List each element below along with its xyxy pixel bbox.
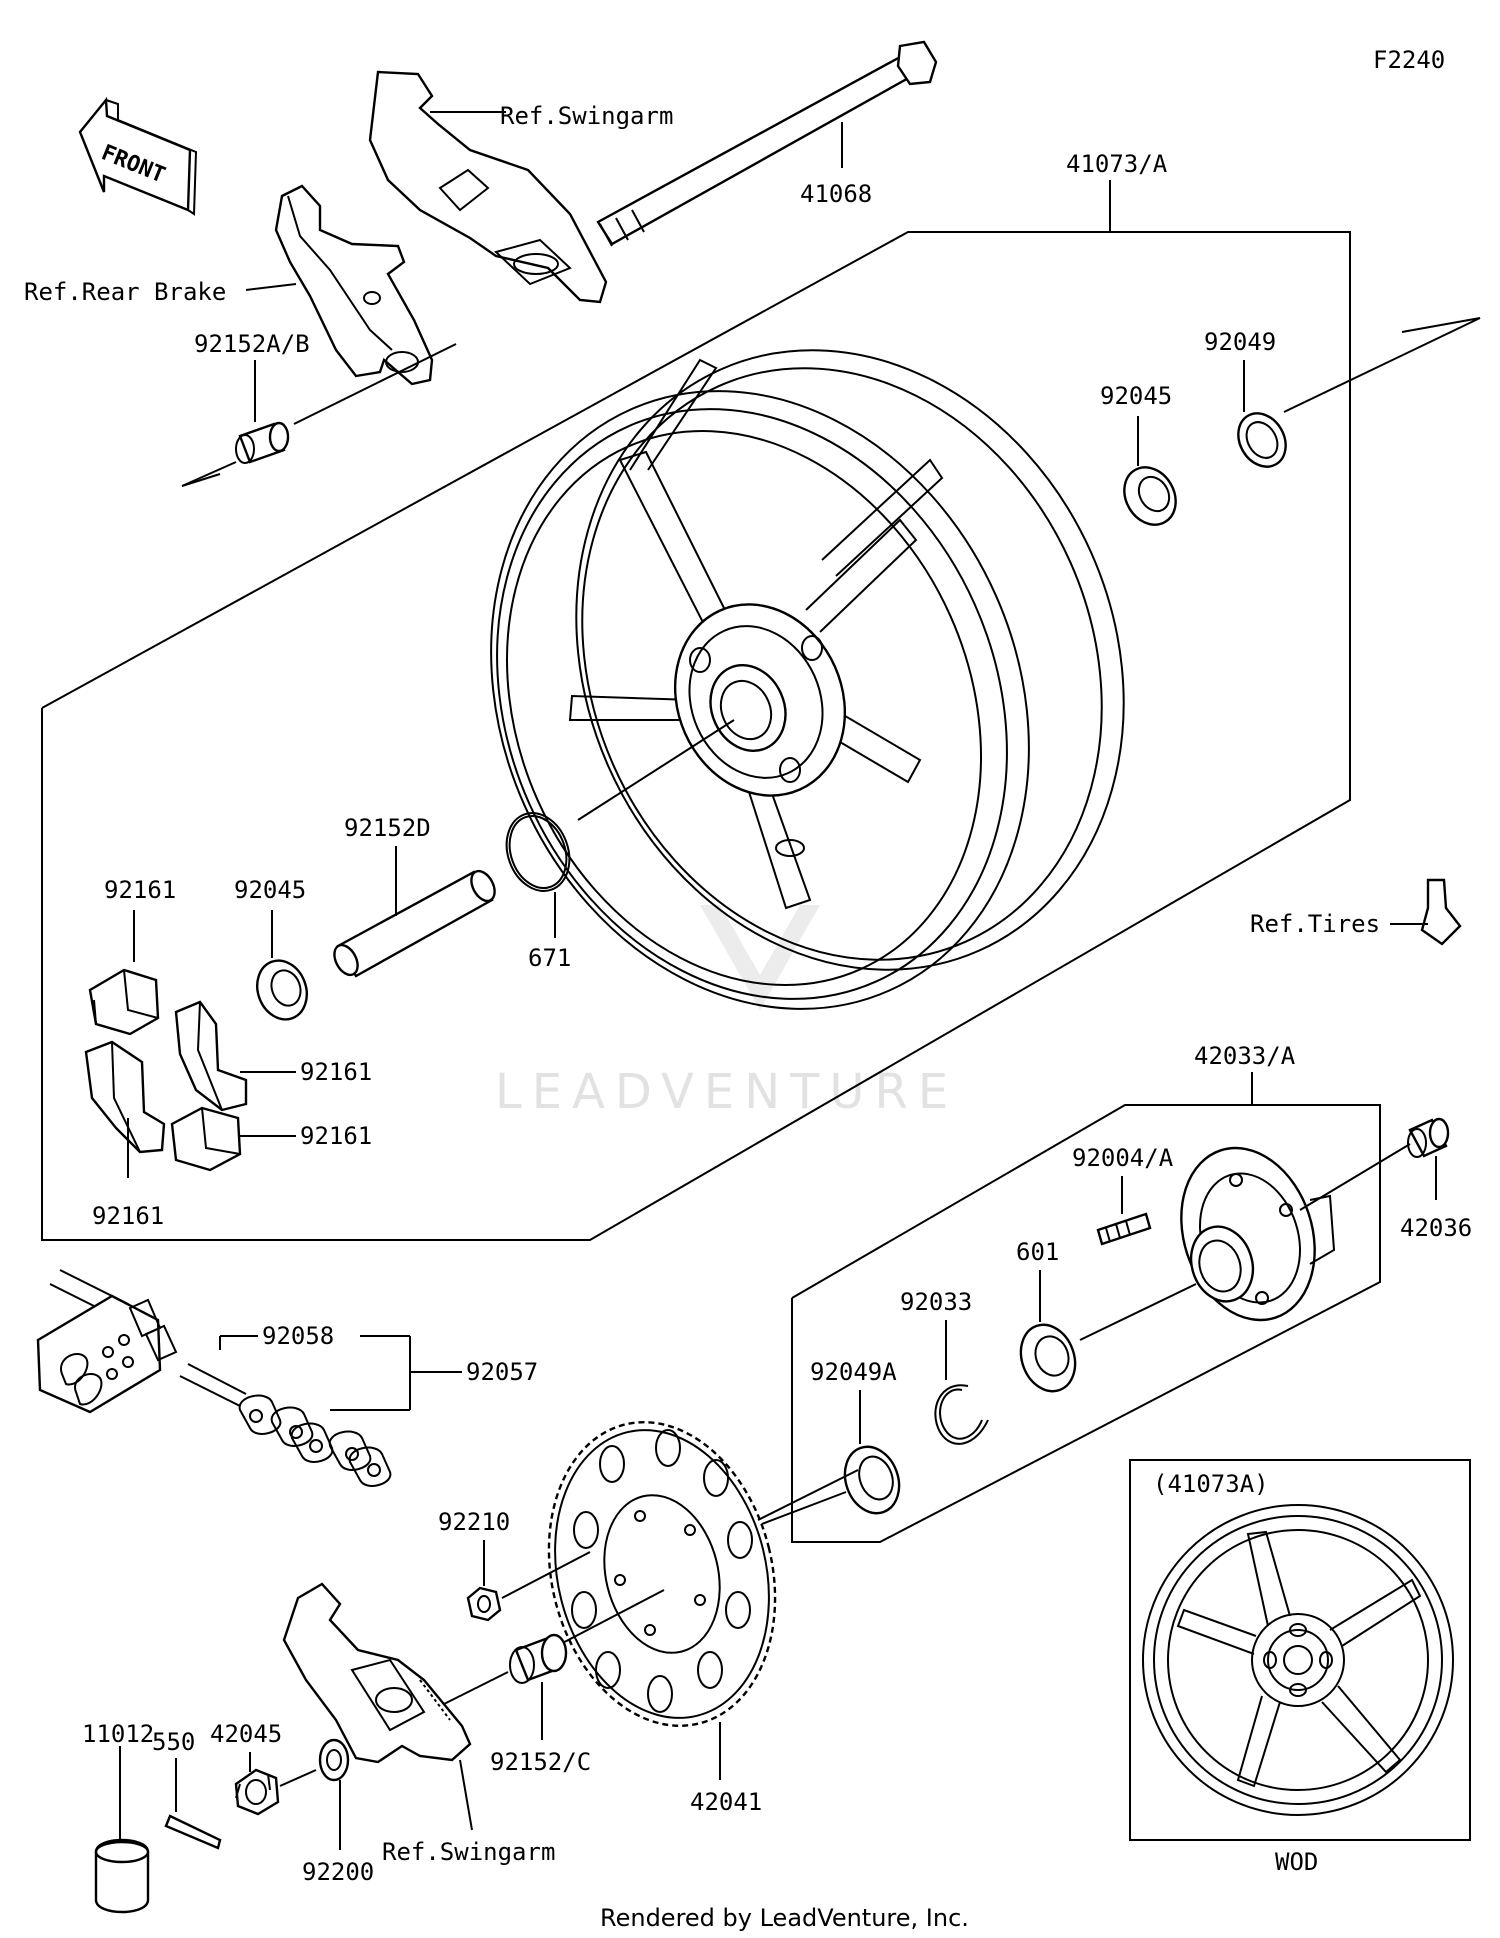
label-ref-swingarm-top: Ref.Swingarm [500, 102, 673, 130]
swingarm-bottom-icon [282, 1582, 473, 1831]
label-92049: 92049 [1204, 328, 1276, 356]
collar-42036-icon [1407, 1117, 1450, 1200]
nut-42045-icon [234, 1752, 317, 1816]
label-92152c: 92152/C [490, 1748, 591, 1776]
label-92049a: 92049A [810, 1358, 897, 1386]
inset-caption: WOD [1275, 1848, 1318, 1876]
label-42033a: 42033/A [1194, 1042, 1296, 1070]
wheel-assembly-outline [41, 180, 1351, 1241]
inset-wheel-icon [1142, 1504, 1454, 1816]
label-671: 671 [528, 944, 571, 972]
label-41073a: 41073/A [1066, 150, 1168, 178]
collar-92152c-icon [439, 1633, 568, 1740]
bearing-92045-left-icon [256, 910, 308, 1021]
diagram-id: F2240 [1373, 46, 1445, 74]
label-92004a: 92004/A [1072, 1144, 1174, 1172]
label-ref-rear-brake: Ref.Rear Brake [24, 278, 226, 306]
watermark: LEADVENTURE [495, 905, 958, 1120]
label-92161-d: 92161 [92, 1202, 164, 1230]
rear-wheel-icon [490, 349, 1125, 1010]
rear-sprocket-icon [529, 1421, 859, 1780]
tire-valve-icon [1390, 878, 1462, 946]
label-92058: 92058 [262, 1322, 334, 1350]
collar-92152ab-icon [181, 343, 457, 487]
sprocket-hub-icon [1180, 1143, 1411, 1322]
seal-92049a-icon [761, 1390, 901, 1525]
label-92161-a: 92161 [104, 876, 176, 904]
inset-box: (41073A) WOD [1129, 1459, 1471, 1876]
bearing-601-icon [1019, 1270, 1197, 1393]
damper-92161-icon [84, 910, 296, 1178]
spacer-92152d-icon [333, 846, 496, 978]
label-42045: 42045 [210, 1720, 282, 1748]
cotter-pin-550-icon [164, 1758, 222, 1850]
label-92045-right: 92045 [1100, 382, 1172, 410]
circlip-92033-icon [934, 1320, 989, 1445]
label-ref-swingarm-bottom: Ref.Swingarm [382, 1838, 555, 1866]
axle-icon [596, 40, 938, 247]
label-41068: 41068 [800, 180, 872, 208]
bearing-92045-right-icon [1123, 416, 1177, 526]
seal-92049-icon [1237, 360, 1287, 468]
washer-92200-icon [318, 1738, 350, 1850]
label-92152d: 92152D [344, 814, 431, 842]
stud-92004a-icon [1096, 1176, 1152, 1246]
label-92161-b: 92161 [300, 1058, 372, 1086]
label-92045-left: 92045 [234, 876, 306, 904]
label-92210: 92210 [438, 1508, 510, 1536]
cap-11012-icon [94, 1746, 150, 1914]
label-92200: 92200 [302, 1858, 374, 1886]
nut-92210-icon [466, 1540, 591, 1622]
inset-title: (41073A) [1153, 1470, 1269, 1498]
o-ring-671-icon [505, 812, 571, 938]
label-92161-c: 92161 [300, 1122, 372, 1150]
label-92152ab: 92152A/B [194, 330, 310, 358]
chain-icon [36, 1269, 462, 1487]
label-92057: 92057 [466, 1358, 538, 1386]
label-11012: 11012 [82, 1720, 154, 1748]
label-550: 550 [152, 1728, 195, 1756]
label-ref-tires: Ref.Tires [1250, 910, 1380, 938]
footer-credit: Rendered by LeadVenture, Inc. [600, 1904, 969, 1932]
label-42036: 42036 [1400, 1214, 1472, 1242]
front-arrow-icon: FRONT [78, 96, 198, 216]
watermark-text: LEADVENTURE [495, 1064, 958, 1120]
hub-assembly-outline [791, 1072, 1381, 1543]
label-601: 601 [1016, 1238, 1059, 1266]
swingarm-top-icon [368, 70, 608, 304]
label-92033: 92033 [900, 1288, 972, 1316]
label-42041: 42041 [690, 1788, 762, 1816]
